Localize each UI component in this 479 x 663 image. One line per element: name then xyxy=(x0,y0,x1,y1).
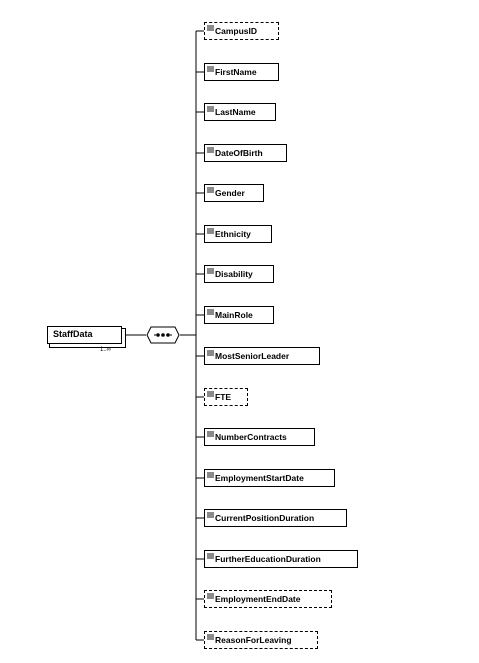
element-type-icon xyxy=(207,66,214,72)
element-label: DateOfBirth xyxy=(215,148,263,158)
element-type-icon xyxy=(207,350,214,356)
root-element-staffdata[interactable]: StaffData xyxy=(47,326,122,344)
element-firstname[interactable]: FirstName xyxy=(204,63,279,81)
element-mainrole[interactable]: MainRole xyxy=(204,306,274,324)
element-gender[interactable]: Gender xyxy=(204,184,264,202)
element-label: FirstName xyxy=(215,67,257,77)
element-label: CurrentPositionDuration xyxy=(215,513,315,523)
element-label: MainRole xyxy=(215,310,253,320)
element-label: FTE xyxy=(215,392,232,402)
element-label: FurtherEducationDuration xyxy=(215,554,321,564)
element-type-icon xyxy=(207,472,214,478)
element-type-icon xyxy=(207,228,214,234)
element-type-icon xyxy=(207,147,214,153)
element-label: Ethnicity xyxy=(215,229,251,239)
element-type-icon xyxy=(207,391,214,397)
element-label: Disability xyxy=(215,269,253,279)
element-label: ReasonForLeaving xyxy=(215,635,292,645)
element-fte[interactable]: FTE xyxy=(204,388,248,406)
element-type-icon xyxy=(207,25,214,31)
element-employmentenddate[interactable]: EmploymentEndDate xyxy=(204,590,332,608)
element-ethnicity[interactable]: Ethnicity xyxy=(204,225,272,243)
element-label: MostSeniorLeader xyxy=(215,351,290,361)
element-label: LastName xyxy=(215,107,256,117)
element-label: EmploymentEndDate xyxy=(215,594,301,604)
root-element-label: StaffData xyxy=(53,329,93,339)
element-type-icon xyxy=(207,431,214,437)
element-mostseniorleader[interactable]: MostSeniorLeader xyxy=(204,347,320,365)
element-type-icon xyxy=(207,187,214,193)
element-disability[interactable]: Disability xyxy=(204,265,274,283)
element-dateofbirth[interactable]: DateOfBirth xyxy=(204,144,287,162)
element-reasonforleaving[interactable]: ReasonForLeaving xyxy=(204,631,318,649)
element-type-icon xyxy=(207,309,214,315)
element-type-icon xyxy=(207,593,214,599)
element-label: Gender xyxy=(215,188,245,198)
element-label: EmploymentStartDate xyxy=(215,473,304,483)
element-type-icon xyxy=(207,512,214,518)
element-label: CampusID xyxy=(215,26,258,36)
element-label: NumberContracts xyxy=(215,432,287,442)
root-multiplicity: 1..∞ xyxy=(100,347,111,353)
element-furthereducationduration[interactable]: FurtherEducationDuration xyxy=(204,550,358,568)
element-type-icon xyxy=(207,106,214,112)
element-lastname[interactable]: LastName xyxy=(204,103,276,121)
element-employmentstartdate[interactable]: EmploymentStartDate xyxy=(204,469,335,487)
element-currentpositionduration[interactable]: CurrentPositionDuration xyxy=(204,509,347,527)
branch-lines xyxy=(196,30,204,641)
element-type-icon xyxy=(207,553,214,559)
sequence-compositor-icon[interactable] xyxy=(146,326,180,344)
element-numbercontracts[interactable]: NumberContracts xyxy=(204,428,315,446)
element-type-icon xyxy=(207,268,214,274)
element-campusid[interactable]: CampusID xyxy=(204,22,279,40)
element-type-icon xyxy=(207,634,214,640)
